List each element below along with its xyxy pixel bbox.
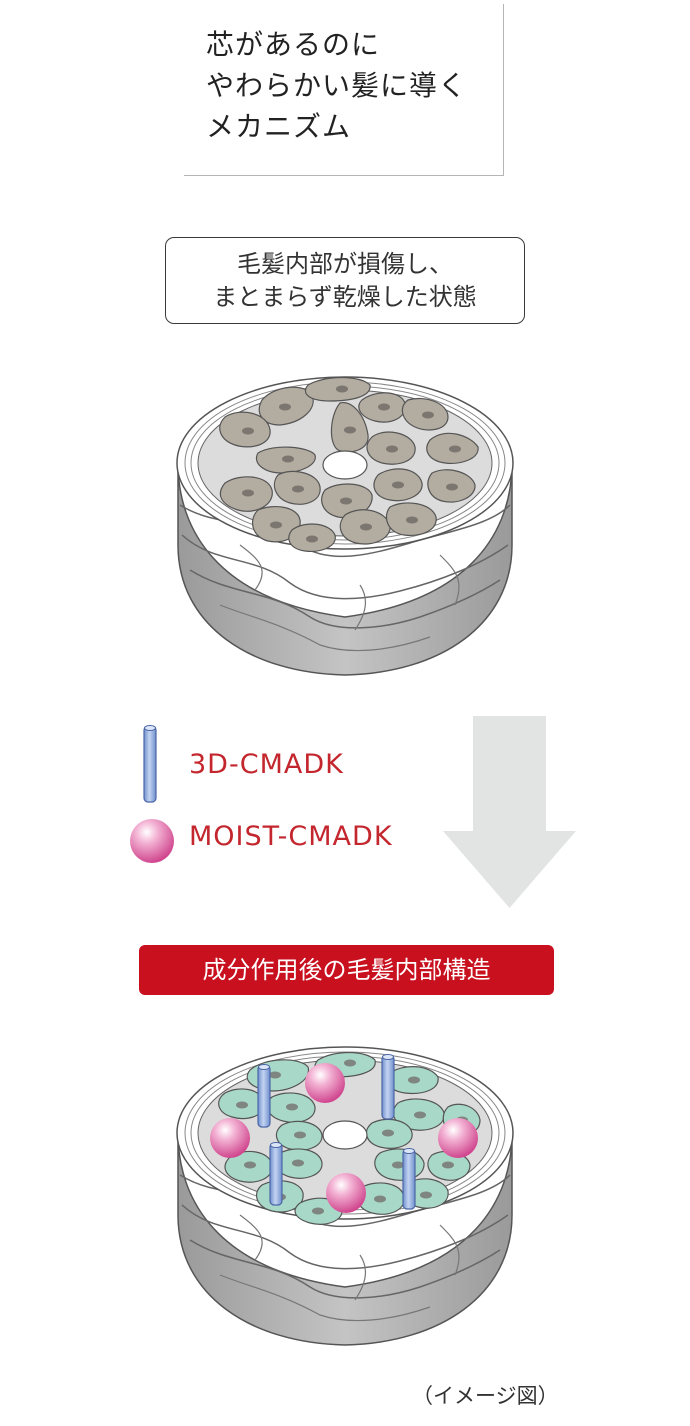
rod-icon <box>257 1064 271 1128</box>
mechanism-heading: 芯があるのに やわらかい髪に導く メカニズム <box>206 24 467 147</box>
3d-cmadk-label: 3D-CMADK <box>189 749 344 780</box>
ball-icon <box>210 1118 250 1158</box>
ball-icon <box>305 1063 345 1103</box>
damaged-hair-illustration <box>176 376 514 676</box>
heading-line-1: 芯があるのに <box>206 28 381 61</box>
damaged-state-label: 毛髪内部が損傷し、 まとまらず乾燥した状態 <box>165 237 525 324</box>
down-arrow-icon <box>443 716 576 908</box>
damaged-state-line-2: まとまらず乾燥した状態 <box>213 283 477 311</box>
3d-cmadk-rod-icon <box>143 725 157 803</box>
ball-icon <box>326 1173 366 1213</box>
result-structure-label: 成分作用後の毛髪内部構造 <box>139 945 554 995</box>
rod-icon <box>381 1054 395 1120</box>
headline-box: 芯があるのに やわらかい髪に導く メカニズム <box>184 4 504 176</box>
repaired-hair-illustration <box>176 1046 514 1346</box>
ball-icon <box>438 1118 478 1158</box>
moist-cmadk-ball-icon <box>130 819 174 863</box>
moist-cmadk-label: MOIST-CMADK <box>189 821 393 852</box>
damaged-state-line-1: 毛髪内部が損傷し、 <box>237 250 453 278</box>
image-caption: （イメージ図） <box>412 1384 559 1408</box>
heading-line-3: メカニズム <box>206 110 352 143</box>
rod-icon <box>269 1142 283 1206</box>
3d-cmadk-rods <box>257 1054 416 1210</box>
cell-nuclei <box>242 385 461 543</box>
moist-cmadk-balls <box>210 1063 478 1213</box>
heading-line-2: やわらかい髪に導く <box>206 69 468 102</box>
rod-icon <box>402 1148 416 1210</box>
